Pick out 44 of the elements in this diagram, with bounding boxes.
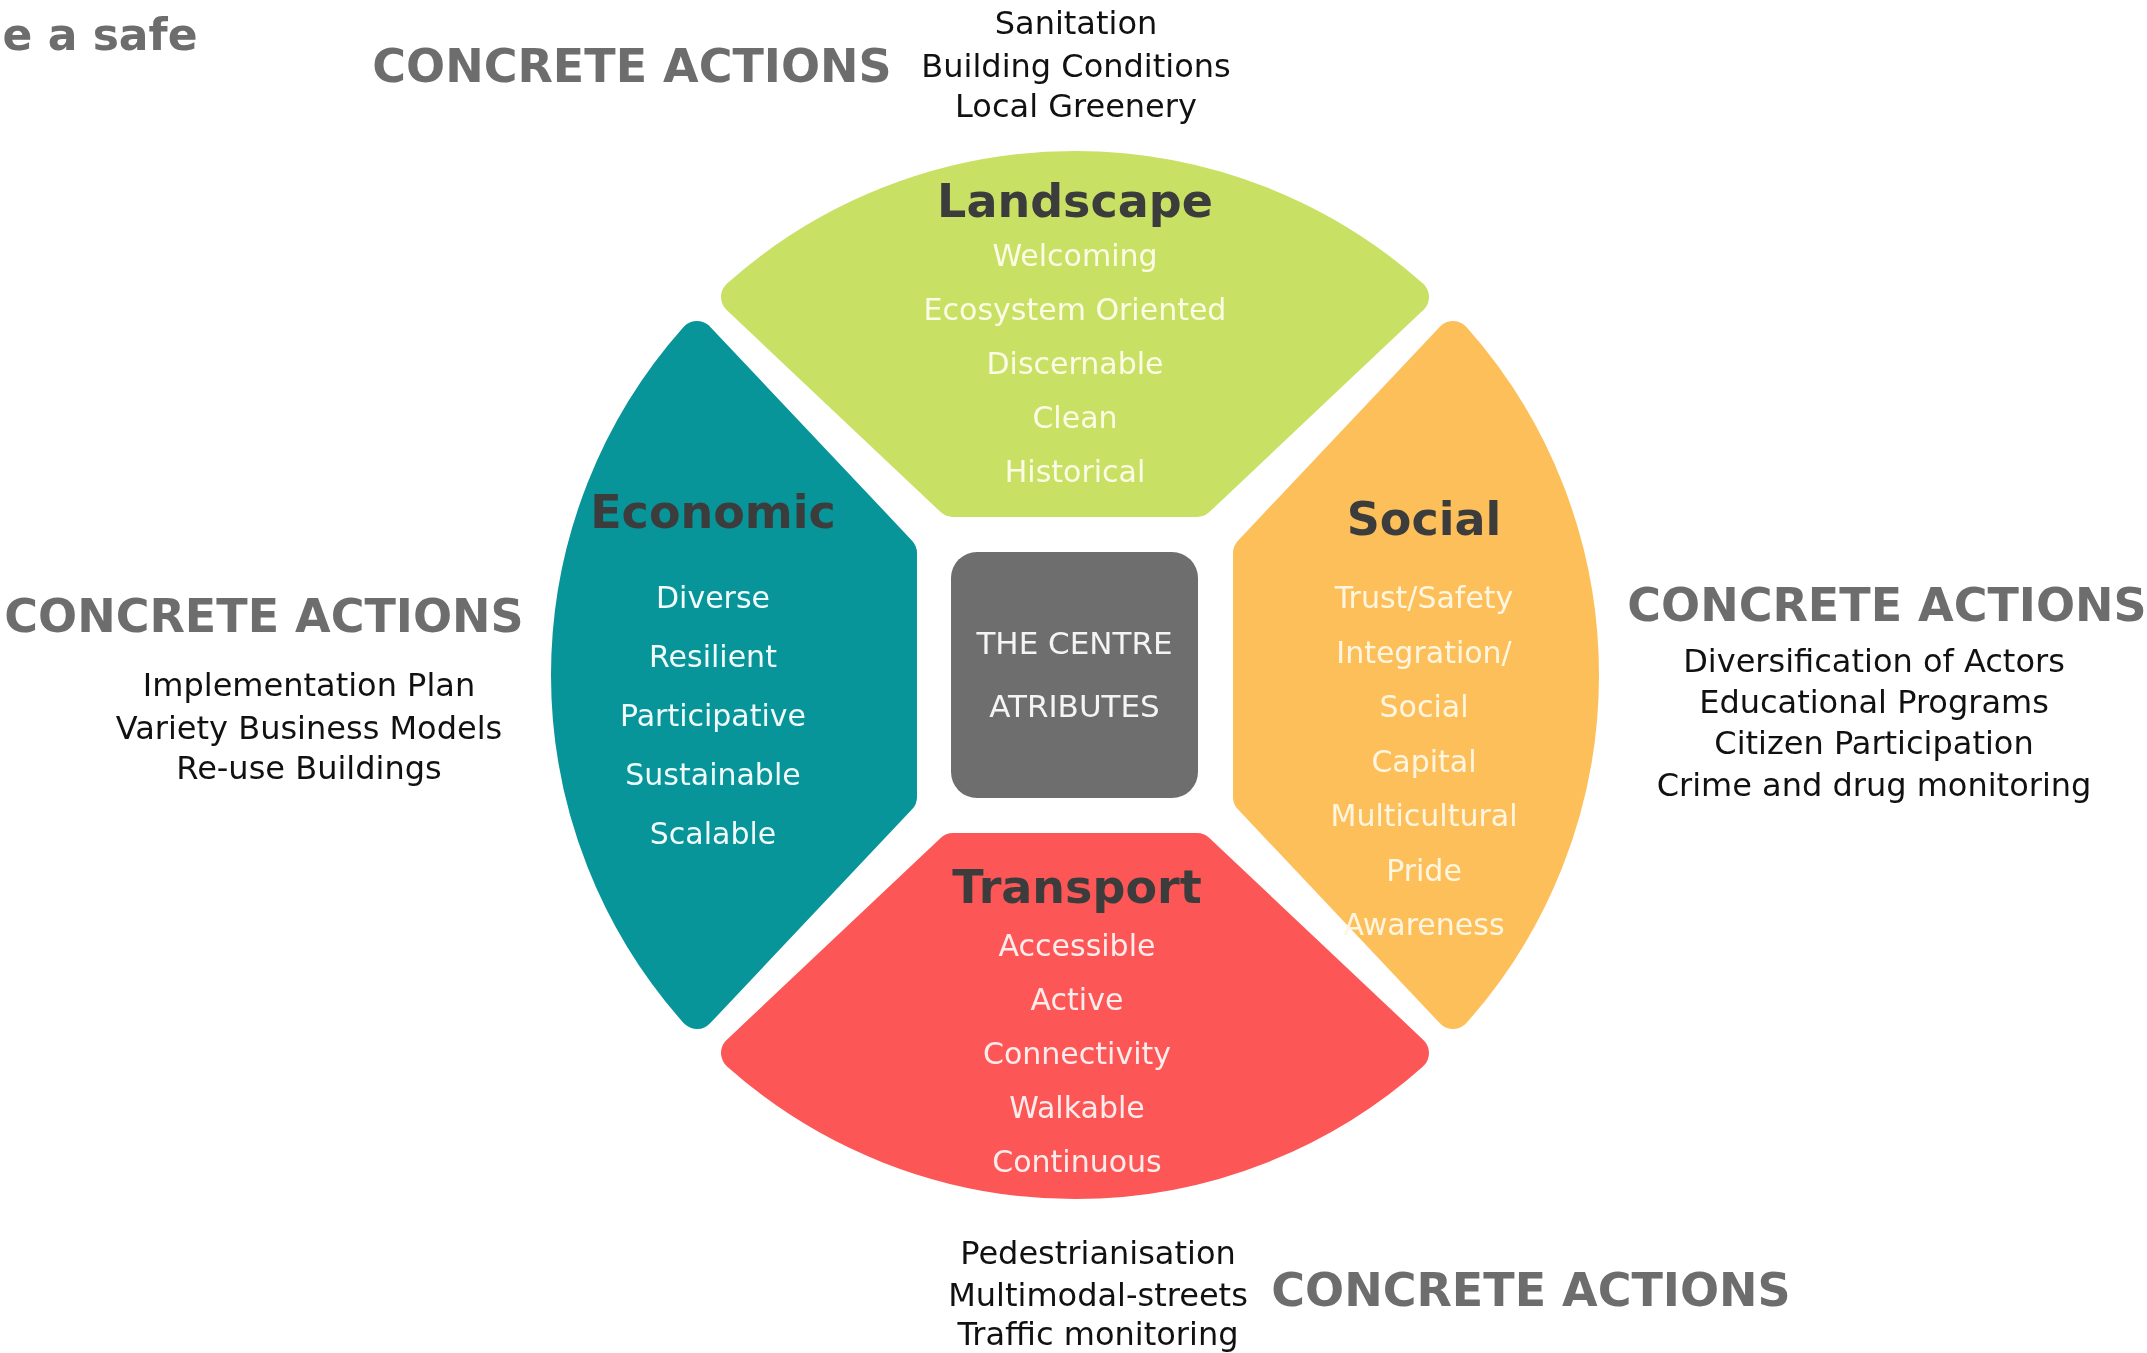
attribute-text: Multicultural — [1330, 797, 1518, 835]
heading-fragment: e a safe — [2, 8, 198, 60]
action-text: Pedestrianisation — [960, 1234, 1236, 1272]
action-text: Diversification of Actors — [1683, 642, 2065, 680]
section-heading: CONCRETE ACTIONS — [4, 589, 524, 643]
action-text: Local Greenery — [955, 87, 1197, 125]
attribute-text: Welcoming — [992, 237, 1158, 275]
attribute-text: Active — [1030, 981, 1124, 1019]
attribute-text: Accessible — [998, 927, 1156, 965]
attribute-text: Walkable — [1009, 1089, 1145, 1127]
attribute-text: Sustainable — [625, 756, 801, 794]
action-text: Crime and drug monitoring — [1656, 766, 2092, 804]
segment-heading: Landscape — [937, 174, 1213, 229]
attribute-text: Pride — [1386, 851, 1462, 890]
segment-heading: Transport — [952, 860, 1202, 915]
attribute-text: Diverse — [655, 579, 771, 617]
action-text: Re-use Buildings — [176, 749, 442, 787]
section-heading: CONCRETE ACTIONS — [1271, 1263, 1791, 1317]
center-label: THE CENTRE ATRIBUTES — [975, 624, 1174, 726]
center-box — [951, 552, 1198, 798]
attribute-text: Connectivity — [983, 1035, 1171, 1073]
attribute-text: Resilient — [649, 638, 777, 676]
action-text: Educational Programs — [1699, 683, 2049, 721]
action-text: Sanitation — [994, 4, 1158, 42]
action-text: Multimodal-streets — [948, 1276, 1248, 1314]
attribute-text: Continuous — [992, 1143, 1162, 1181]
attribute-text: Scalable — [649, 815, 777, 853]
attribute-text: Ecosystem Oriented — [923, 291, 1227, 329]
attribute-text: Awareness — [1343, 906, 1505, 944]
attribute-text: Participative — [619, 697, 807, 735]
attribute-text: Historical — [1004, 453, 1146, 491]
attribute-text: Clean — [1032, 399, 1118, 437]
attribute-text: Integration/ Social Capital — [1335, 633, 1513, 781]
action-text: Variety Business Models — [115, 709, 503, 747]
section-heading: CONCRETE ACTIONS — [372, 39, 892, 93]
action-text: Citizen Participation — [1714, 724, 2034, 762]
action-text: Traffic monitoring — [957, 1315, 1239, 1353]
attribute-text: Trust/Safety — [1334, 579, 1514, 617]
segment-heading: Social — [1346, 492, 1502, 547]
segment-heading: Economic — [590, 485, 836, 540]
action-text: Building Conditions — [921, 47, 1231, 85]
section-heading: CONCRETE ACTIONS — [1627, 578, 2147, 632]
action-text: Implementation Plan — [142, 666, 476, 704]
attribute-text: Discernable — [986, 345, 1164, 383]
